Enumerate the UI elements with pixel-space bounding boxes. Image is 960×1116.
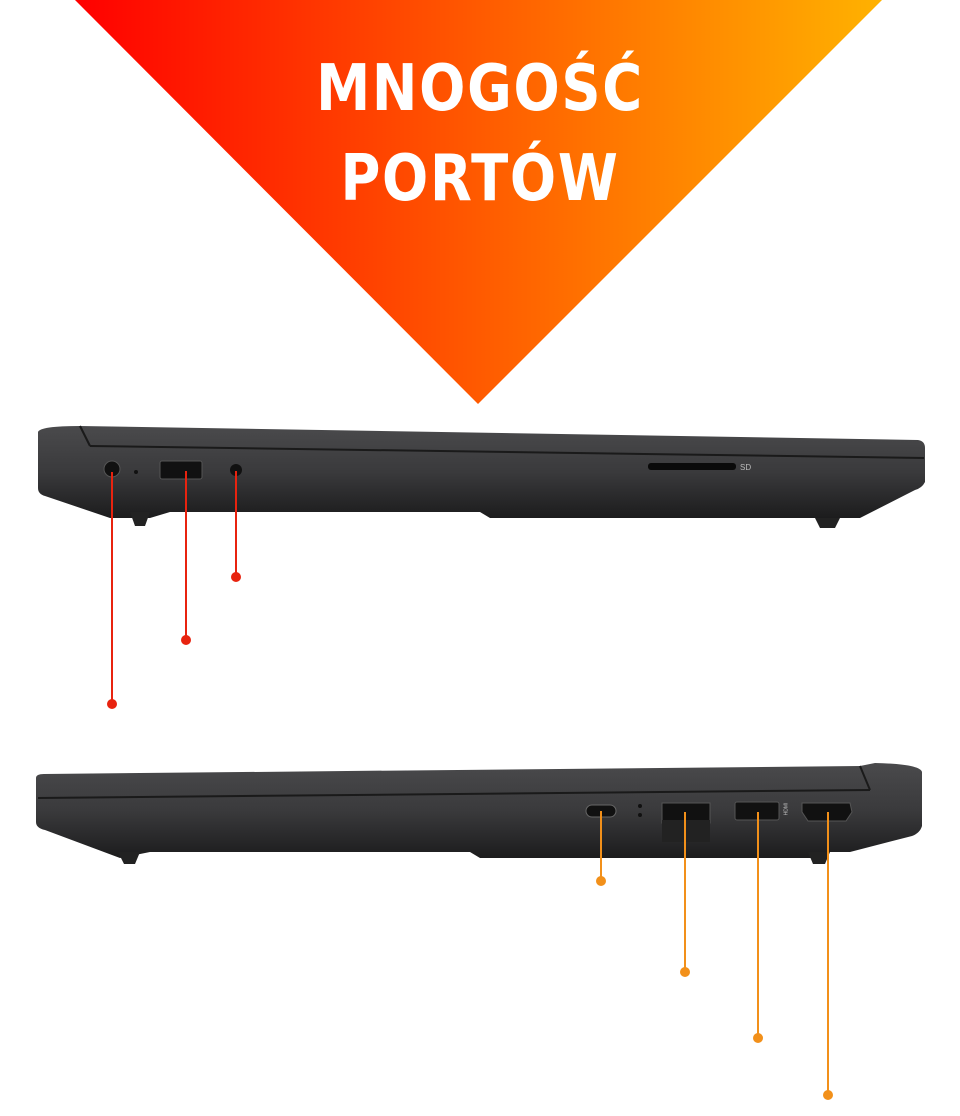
hdmi-label: HDMI (783, 802, 790, 816)
banner-title-line1: MNOGOŚĆ (316, 52, 644, 126)
laptop-right-side (36, 763, 922, 1100)
sd-label: SD (740, 463, 752, 472)
laptop-left-side (38, 425, 925, 709)
sd-card-slot (648, 463, 736, 470)
usb-a-port (159, 460, 203, 480)
banner-triangle (75, 0, 882, 404)
banner-title-line2: PORTÓW (340, 142, 620, 216)
audio-jack (230, 464, 242, 476)
